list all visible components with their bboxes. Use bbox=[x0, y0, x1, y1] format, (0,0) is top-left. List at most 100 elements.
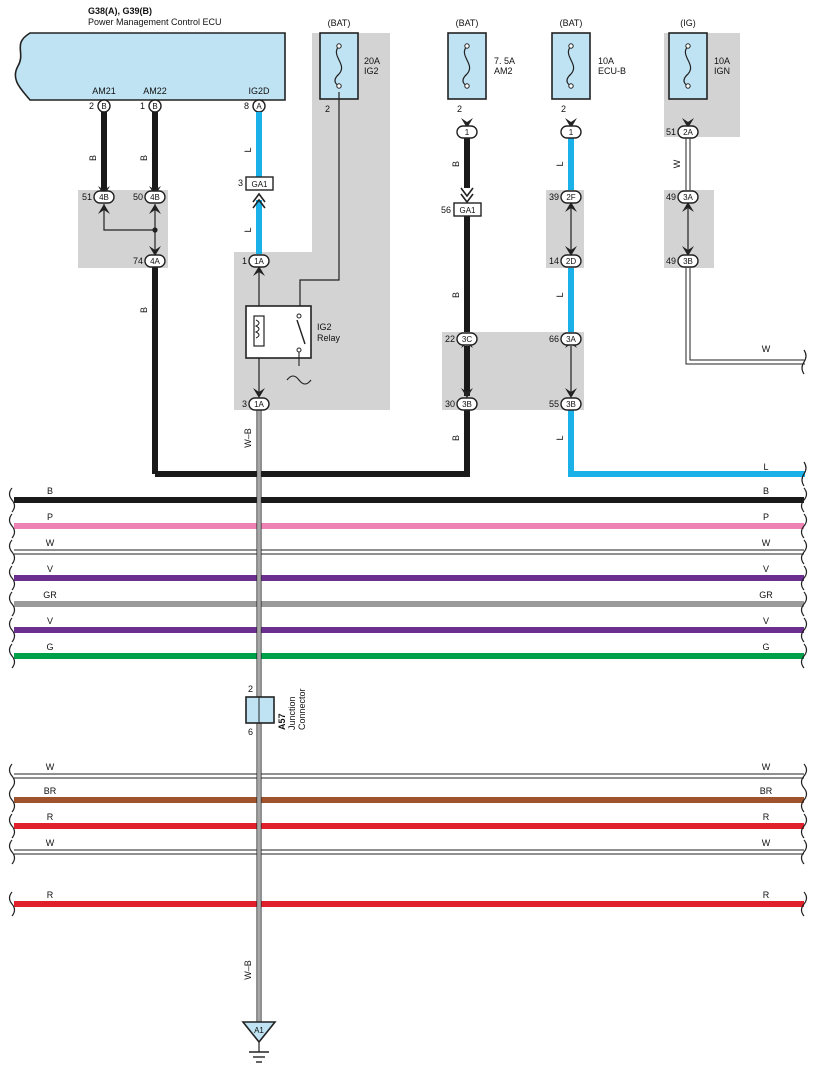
ecu-terminal-am21: AM21 bbox=[92, 86, 116, 96]
pin-number: 2 bbox=[89, 101, 94, 111]
connector-chevron-icon bbox=[252, 192, 266, 209]
connector-pill bbox=[560, 332, 582, 346]
connector-pill bbox=[144, 254, 166, 268]
ecu-terminal-am22: AM22 bbox=[143, 86, 167, 96]
wire-break-icon bbox=[800, 763, 808, 789]
connector-pin: 56 bbox=[441, 205, 451, 215]
bus-line-label: B bbox=[763, 486, 769, 496]
bus-line-label: R bbox=[47, 812, 54, 822]
wire-break-icon bbox=[8, 813, 16, 839]
connector-code: GA1 bbox=[251, 180, 268, 189]
connector-pin: 39 bbox=[549, 192, 559, 202]
arrow-down-icon bbox=[253, 388, 265, 398]
vertical-wires bbox=[101, 112, 805, 477]
bus-line-label: R bbox=[763, 890, 770, 900]
bus-line-label: G bbox=[762, 642, 769, 652]
junction-connector-box bbox=[245, 696, 275, 724]
wire-break-icon bbox=[800, 839, 808, 865]
wire-label: B bbox=[451, 292, 461, 298]
wire-break-icon bbox=[800, 813, 808, 839]
ecu-terminal-ig2d: IG2D bbox=[248, 86, 270, 96]
connector-pill bbox=[456, 397, 478, 411]
wire-break-icon bbox=[8, 643, 16, 669]
ground-a1: A1 bbox=[241, 1021, 277, 1063]
wire-label: W–B bbox=[243, 960, 253, 980]
fuse-name: ECU-B bbox=[598, 66, 626, 76]
bus-line-label: R bbox=[763, 812, 770, 822]
arrow-up-icon bbox=[253, 266, 265, 276]
relay-contact-icon bbox=[296, 347, 302, 353]
bus-line-label: W bbox=[762, 762, 771, 772]
connector-pill bbox=[677, 190, 699, 204]
wire-labels: B B B L L B B B L L L W W L W–B W–B bbox=[88, 147, 771, 979]
arrow-down-icon bbox=[565, 118, 577, 128]
connector-code: GA1 bbox=[459, 206, 476, 215]
connector-pin: 1 bbox=[242, 256, 247, 266]
splice-line bbox=[103, 204, 155, 231]
connector-pill bbox=[93, 190, 115, 204]
bus-line-label: P bbox=[47, 512, 53, 522]
connector-pin: 3 bbox=[242, 399, 247, 409]
connector-code: 1A bbox=[254, 257, 264, 266]
fuse-rating: 20A bbox=[364, 56, 380, 66]
fuse-rating: 10A bbox=[714, 56, 730, 66]
connector-code: 3B bbox=[683, 257, 693, 266]
arrow-down-icon bbox=[565, 246, 577, 256]
wire-break-icon bbox=[8, 591, 16, 617]
wire-break-icon bbox=[8, 891, 16, 917]
wire-break-icon bbox=[800, 891, 808, 917]
relay-coil-icon bbox=[253, 315, 265, 347]
junction-label-1: Junction bbox=[287, 696, 297, 730]
fuse-name: IGN bbox=[714, 66, 730, 76]
wire-break-icon bbox=[800, 539, 808, 565]
fuse-terminal-icon bbox=[685, 43, 691, 49]
arrow-up-icon bbox=[98, 204, 110, 214]
wire-label: B bbox=[451, 435, 461, 441]
ground-code: A1 bbox=[254, 1026, 264, 1035]
bus-line-label: V bbox=[763, 616, 769, 626]
fuse-box-ecub bbox=[551, 32, 591, 100]
arrow-down-icon bbox=[461, 388, 473, 398]
fuse-terminal-icon bbox=[464, 83, 470, 89]
wire-break-icon bbox=[801, 461, 807, 487]
pin-number: 1 bbox=[140, 101, 145, 111]
connector-box bbox=[453, 202, 482, 217]
connector-pin: 66 bbox=[549, 334, 559, 344]
connector-pill bbox=[560, 125, 582, 139]
wire-break-icon bbox=[800, 487, 808, 513]
pin-conn: B bbox=[152, 102, 157, 111]
ecu-pins: 2 B 1 B 8 A bbox=[89, 99, 266, 113]
connector-pill bbox=[677, 125, 699, 139]
wire-label: L bbox=[243, 227, 253, 232]
fuse-terminal-icon bbox=[685, 83, 691, 89]
fuse-name: IG2 bbox=[364, 66, 379, 76]
junction-pin-top: 2 bbox=[248, 684, 253, 694]
ecu-box: G38(A), G39(B) Power Management Control … bbox=[14, 6, 286, 101]
connector-chevron-icon bbox=[460, 187, 474, 204]
connector-code: 2A bbox=[683, 128, 693, 137]
connector-pill bbox=[248, 397, 270, 411]
fuse-terminal-icon bbox=[568, 83, 574, 89]
relay-ground-icon bbox=[286, 352, 312, 385]
connector-code: 3B bbox=[566, 400, 576, 409]
wire-label: B bbox=[88, 155, 98, 161]
fuse-pin: 2 bbox=[457, 104, 462, 114]
wire-ign-out bbox=[686, 268, 805, 364]
connector-box bbox=[245, 176, 274, 191]
relay-coil-winding bbox=[254, 319, 260, 339]
wire-label: W bbox=[672, 159, 682, 168]
wire-label: B bbox=[451, 161, 461, 167]
wire-break-icon bbox=[800, 617, 808, 643]
bus-line-label: GR bbox=[759, 590, 773, 600]
relay-label-1: IG2 bbox=[317, 322, 332, 332]
fuse-terminal-icon bbox=[336, 43, 342, 49]
connector-code: 3A bbox=[566, 335, 576, 344]
connector-code: 4B bbox=[99, 193, 109, 202]
